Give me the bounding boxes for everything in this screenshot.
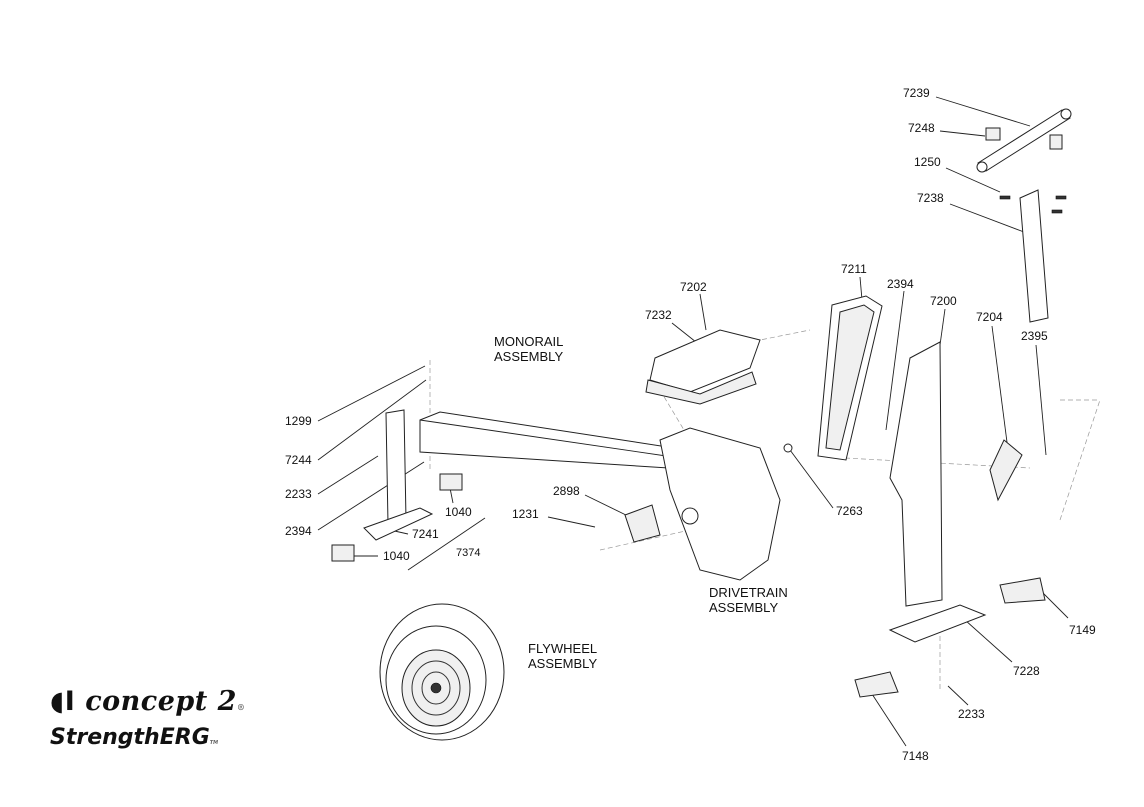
- part-label: 7228: [1013, 664, 1040, 678]
- part-bracket: [989, 439, 1023, 502]
- flywheel-assembly-label: FLYWHEEL: [528, 641, 597, 656]
- part-monorail: [419, 411, 701, 471]
- part-label: 1040: [383, 549, 410, 563]
- drivetrain-assembly-label: ASSEMBLY: [709, 600, 778, 615]
- part-label: 2394: [285, 524, 312, 538]
- c2-logo-mark-icon: ◖Ⅰ: [50, 686, 76, 717]
- brand-name: concept 2: [85, 686, 237, 717]
- part-label: 2394: [887, 277, 914, 291]
- registered-mark: ®: [236, 702, 246, 712]
- part-labels: 7239 7248 1250 7238 7211 2394 7200 7204 …: [285, 86, 1096, 763]
- part-label: 1231: [512, 507, 539, 521]
- trademark: TM: [209, 740, 219, 746]
- part-pad: [817, 295, 883, 461]
- part-label: 2898: [553, 484, 580, 498]
- part-upright: [889, 341, 943, 607]
- part-label: 1250: [914, 155, 941, 169]
- part-label: 7211: [841, 262, 867, 276]
- part-label: 7149: [1069, 623, 1096, 637]
- part-rear-leg: [854, 577, 1046, 698]
- flywheel-assembly-label: ASSEMBLY: [528, 656, 597, 671]
- part-label: 7263: [836, 504, 863, 518]
- part-label: 7244: [285, 453, 312, 467]
- part-label: 1040: [445, 505, 472, 519]
- part-label: 7248: [908, 121, 935, 135]
- part-flywheel: [379, 603, 505, 741]
- monorail-assembly-label: MONORAIL: [494, 334, 563, 349]
- part-label: 7148: [902, 749, 929, 763]
- part-label: 1299: [285, 414, 312, 428]
- assembly-labels: MONORAIL ASSEMBLY DRIVETRAIN ASSEMBLY FL…: [494, 334, 788, 671]
- part-label: 2233: [285, 487, 312, 501]
- part-label: 2233: [958, 707, 985, 721]
- part-drivetrain: [624, 427, 781, 581]
- part-label: 7202: [680, 280, 707, 294]
- drivetrain-assembly-label: DRIVETRAIN: [709, 585, 788, 600]
- part-label: 7232: [645, 308, 672, 322]
- part-label: 7374: [456, 547, 480, 559]
- part-seat: [645, 329, 761, 405]
- part-label: 7239: [903, 86, 930, 100]
- part-handle-post: [999, 189, 1067, 323]
- part-label: 2395: [1021, 329, 1048, 343]
- part-label: 7200: [930, 294, 957, 308]
- part-front-leg: [331, 409, 463, 562]
- monorail-assembly-label: ASSEMBLY: [494, 349, 563, 364]
- product-logo: StrengthERGTM: [50, 725, 218, 750]
- part-label: 7238: [917, 191, 944, 205]
- concept2-logo: ◖Ⅰ concept 2®: [50, 686, 245, 717]
- product-name: StrengthERG: [50, 725, 210, 750]
- part-label: 7241: [412, 527, 439, 541]
- part-handlebar: [976, 108, 1072, 173]
- leader-lines: [317, 96, 1069, 747]
- part-label: 7204: [976, 310, 1003, 324]
- part-7263: [783, 443, 793, 453]
